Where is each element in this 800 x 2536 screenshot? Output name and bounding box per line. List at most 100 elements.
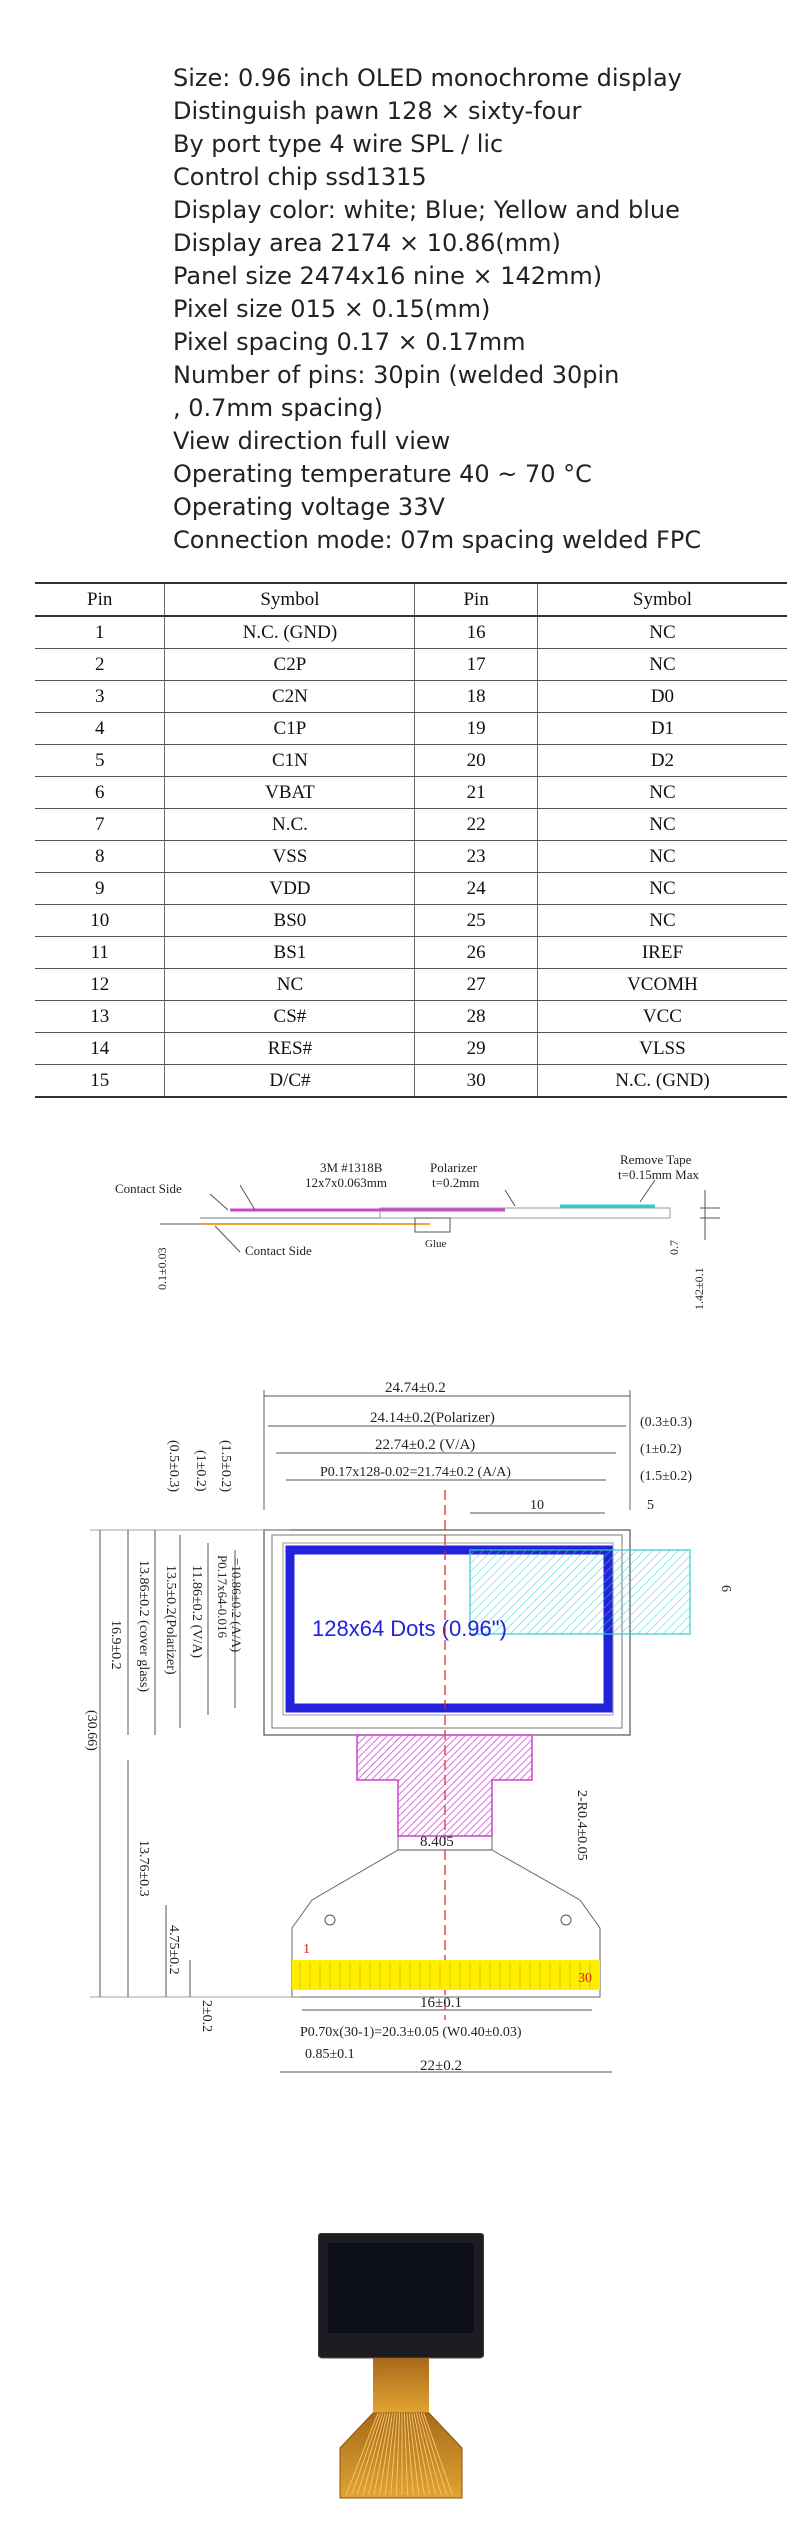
fpc-trace xyxy=(408,2412,420,2496)
pin-symbol: D0 xyxy=(536,680,787,713)
dim-1376: 13.76±0.3 xyxy=(136,1840,151,1897)
pin-symbol: NC xyxy=(536,615,787,649)
product-photo xyxy=(318,2233,484,2499)
spec-line: Distinguish pawn 128 × sixty-four xyxy=(173,97,582,125)
dim-085: 0.85±0.1 xyxy=(305,2047,355,2062)
fpc-trace xyxy=(356,2412,384,2496)
pin-symbol: NC xyxy=(536,808,787,841)
side-view-drawing: 3M #1318B 12x7x0.063mm Polarizer t=0.2mm… xyxy=(115,1152,720,1310)
dim-3066: (30.66) xyxy=(84,1710,99,1751)
pin-symbol: NC xyxy=(536,904,787,937)
header-pin: Pin xyxy=(414,582,538,617)
pin-symbol: CS# xyxy=(164,1000,415,1033)
dim-2274: 22.74±0.2 (V/A) xyxy=(375,1437,475,1453)
pin-number: 27 xyxy=(414,968,538,1001)
pin-number: 2 xyxy=(35,648,165,681)
pin-symbol: NC xyxy=(536,648,787,681)
pin-symbol: C1P xyxy=(164,712,415,745)
fpc-trace xyxy=(406,2412,414,2496)
pin-number: 12 xyxy=(35,968,165,1001)
fpc-trace xyxy=(413,2412,431,2496)
pin-symbol: D/C# xyxy=(164,1064,415,1098)
fpc-trace xyxy=(362,2412,386,2496)
pin-symbol: NC xyxy=(164,968,415,1001)
fpc-trace xyxy=(384,2412,396,2496)
spec-line: View direction full view xyxy=(173,427,451,455)
dim-v1: (1±0.2) xyxy=(193,1450,208,1492)
pin-number: 13 xyxy=(35,1000,165,1033)
remove-tape-label: Remove Tape xyxy=(620,1152,692,1167)
dots-label: 128x64 Dots (0.96") xyxy=(312,1616,507,1641)
glue-block xyxy=(414,1217,451,1233)
remove-tape-region xyxy=(469,1549,691,1635)
fpc-trace xyxy=(379,2412,393,2496)
pin-symbol: N.C. xyxy=(164,808,415,841)
header-symbol: Symbol xyxy=(536,582,787,617)
fpc-trace xyxy=(415,2412,437,2496)
pin-symbol: NC xyxy=(536,776,787,809)
pin-number: 17 xyxy=(414,648,538,681)
dim-8405: 8.405 xyxy=(420,1834,454,1850)
pin-number: 1 xyxy=(35,615,165,649)
fpc-trace xyxy=(423,2412,453,2496)
header-symbol: Symbol xyxy=(164,582,415,617)
fpc-trace xyxy=(403,2412,409,2496)
dim-16: 16±0.1 xyxy=(420,1995,462,2011)
spec-line: Connection mode: 07m spacing welded FPC xyxy=(173,526,702,554)
fpc-outline xyxy=(291,1836,601,1998)
driver-ic-area xyxy=(356,1734,533,1837)
dim-475: 4.75±0.2 xyxy=(166,1925,181,1975)
pin-symbol: N.C. (GND) xyxy=(164,615,415,649)
fpc-pads xyxy=(299,1962,591,1988)
pin-symbol: VLSS xyxy=(536,1032,787,1065)
dim-r04: 2-R0.4±0.05 xyxy=(574,1790,589,1861)
pin-last-label: 30 xyxy=(578,1971,592,1986)
pin-number: 29 xyxy=(414,1032,538,1065)
spec-line: , 0.7mm spacing) xyxy=(173,394,383,422)
spec-line: Operating temperature 40 ~ 70 °C xyxy=(173,460,592,488)
oled-screen xyxy=(328,2243,474,2333)
pin-symbol: VDD xyxy=(164,872,415,905)
dim-1086a: P0.17x64-0.016 xyxy=(215,1555,230,1639)
pin-number: 18 xyxy=(414,680,538,713)
pin-number: 6 xyxy=(35,776,165,809)
dim-v1-5: (1.5±0.2) xyxy=(218,1440,233,1492)
glue-label: Glue xyxy=(425,1238,447,1250)
dim-1086b: =10.86±0.2 (A/A) xyxy=(229,1558,244,1652)
dim-side-left: 0.1±0.03 xyxy=(155,1247,169,1290)
pin-number: 24 xyxy=(414,872,538,905)
spec-line: Control chip ssd1315 xyxy=(173,163,427,191)
pin-symbol: VSS xyxy=(164,840,415,873)
pin-number: 5 xyxy=(35,744,165,777)
pin-symbol: N.C. (GND) xyxy=(536,1064,787,1098)
pin-number: 22 xyxy=(414,808,538,841)
pin-table-header: Pin Symbol Pin Symbol xyxy=(35,582,787,617)
spec-line: By port type 4 wire SPL / lic xyxy=(173,130,504,158)
polarizer-thickness: t=0.2mm xyxy=(432,1175,479,1190)
dim-2174: P0.17x128-0.02=21.74±0.2 (A/A) xyxy=(320,1465,511,1480)
dim-169: 16.9±0.2 xyxy=(108,1620,123,1670)
dim-1386: 13.86±0.2 (cover glass) xyxy=(136,1560,151,1692)
pin-number: 19 xyxy=(414,712,538,745)
spec-line: Display area 2174 × 10.86(mm) xyxy=(173,229,561,257)
pin-number: 25 xyxy=(414,904,538,937)
pin-symbol: BS1 xyxy=(164,936,415,969)
dim-side-right-b: 1.42±0.1 xyxy=(692,1267,706,1310)
header-pin: Pin xyxy=(35,582,165,617)
pin-number: 26 xyxy=(414,936,538,969)
pin-first-label: 1 xyxy=(303,1942,310,1957)
fpc-hole-right xyxy=(560,1914,572,1926)
pin-symbol: C2P xyxy=(164,648,415,681)
pin-symbol: D1 xyxy=(536,712,787,745)
fpc-trace xyxy=(418,2412,442,2496)
tape-3m-size: 12x7x0.063mm xyxy=(305,1175,387,1190)
